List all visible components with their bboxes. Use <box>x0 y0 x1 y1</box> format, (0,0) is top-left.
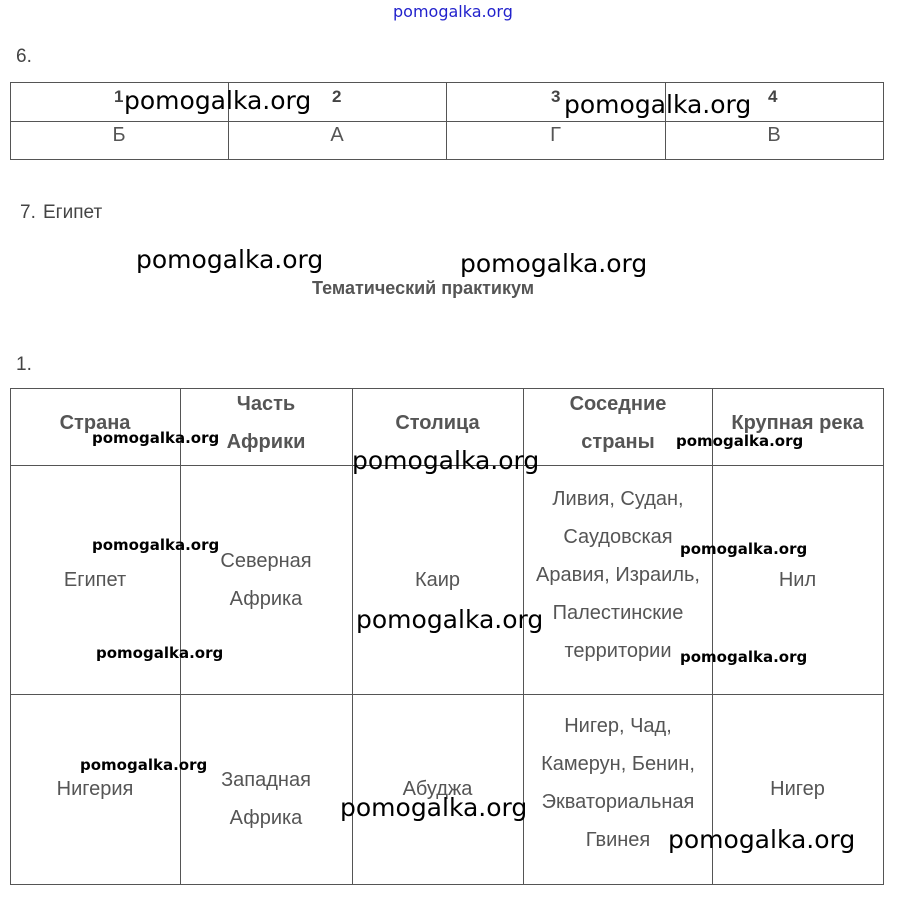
answer-cell: А <box>330 124 344 146</box>
column-number-2: 2 <box>332 87 342 106</box>
cell-river: Нил <box>778 568 817 591</box>
cell-region: Западная Африка <box>221 769 311 829</box>
watermark: pomogalka.org <box>676 432 804 450</box>
header-capital: Столица <box>395 411 480 434</box>
section-title: Тематический практикум <box>312 278 535 298</box>
watermark: pomogalka.org <box>668 825 856 854</box>
task-7-answer: Египет <box>43 202 103 223</box>
task-7-number: 7. <box>20 202 36 223</box>
watermark: pomogalka.org <box>356 605 544 634</box>
cell-country: Египет <box>63 568 127 591</box>
watermark: pomogalka.org <box>80 756 208 774</box>
answer-cell: В <box>767 124 781 146</box>
watermark: pomogalka.org <box>92 536 220 554</box>
header-river: Крупная река <box>731 411 864 434</box>
header-country: Страна <box>59 411 131 434</box>
task-1-number: 1. <box>16 354 32 375</box>
cell-river: Нигер <box>770 778 825 800</box>
answer-cell: Г <box>550 124 561 146</box>
watermark: pomogalka.org <box>352 446 540 475</box>
watermark: pomogalka.org <box>460 249 648 278</box>
watermark: pomogalka.org <box>340 793 528 822</box>
watermark: pomogalka.org <box>136 245 324 274</box>
cell-neighbors: Нигер, Чад, Камерун, Бенин, Экваториальн… <box>541 715 695 851</box>
header-region: Часть Африки <box>226 392 306 453</box>
header-neighbors: Соседние страны <box>569 392 667 453</box>
watermark: pomogalka.org <box>124 86 312 115</box>
watermark: pomogalka.org <box>564 90 752 119</box>
watermark: pomogalka.org <box>96 644 224 662</box>
watermark: pomogalka.org <box>680 648 808 666</box>
column-number-3: 3 <box>551 87 561 106</box>
watermark: pomogalka.org <box>680 540 808 558</box>
header-link[interactable]: pomogalka.org <box>393 2 513 21</box>
cell-capital: Каир <box>414 568 461 591</box>
column-number-1: 1 <box>114 87 124 106</box>
watermark: pomogalka.org <box>92 429 220 447</box>
cell-neighbors: Ливия, Судан, Саудовская Аравия, Израиль… <box>536 487 700 662</box>
cell-region: Северная Африка <box>220 549 312 610</box>
column-number-4: 4 <box>768 87 778 106</box>
cell-country: Нигерия <box>56 778 134 800</box>
cell-capital: Абуджа <box>402 778 473 800</box>
answer-cell: Б <box>112 124 126 146</box>
task-6-number: 6. <box>16 46 32 67</box>
